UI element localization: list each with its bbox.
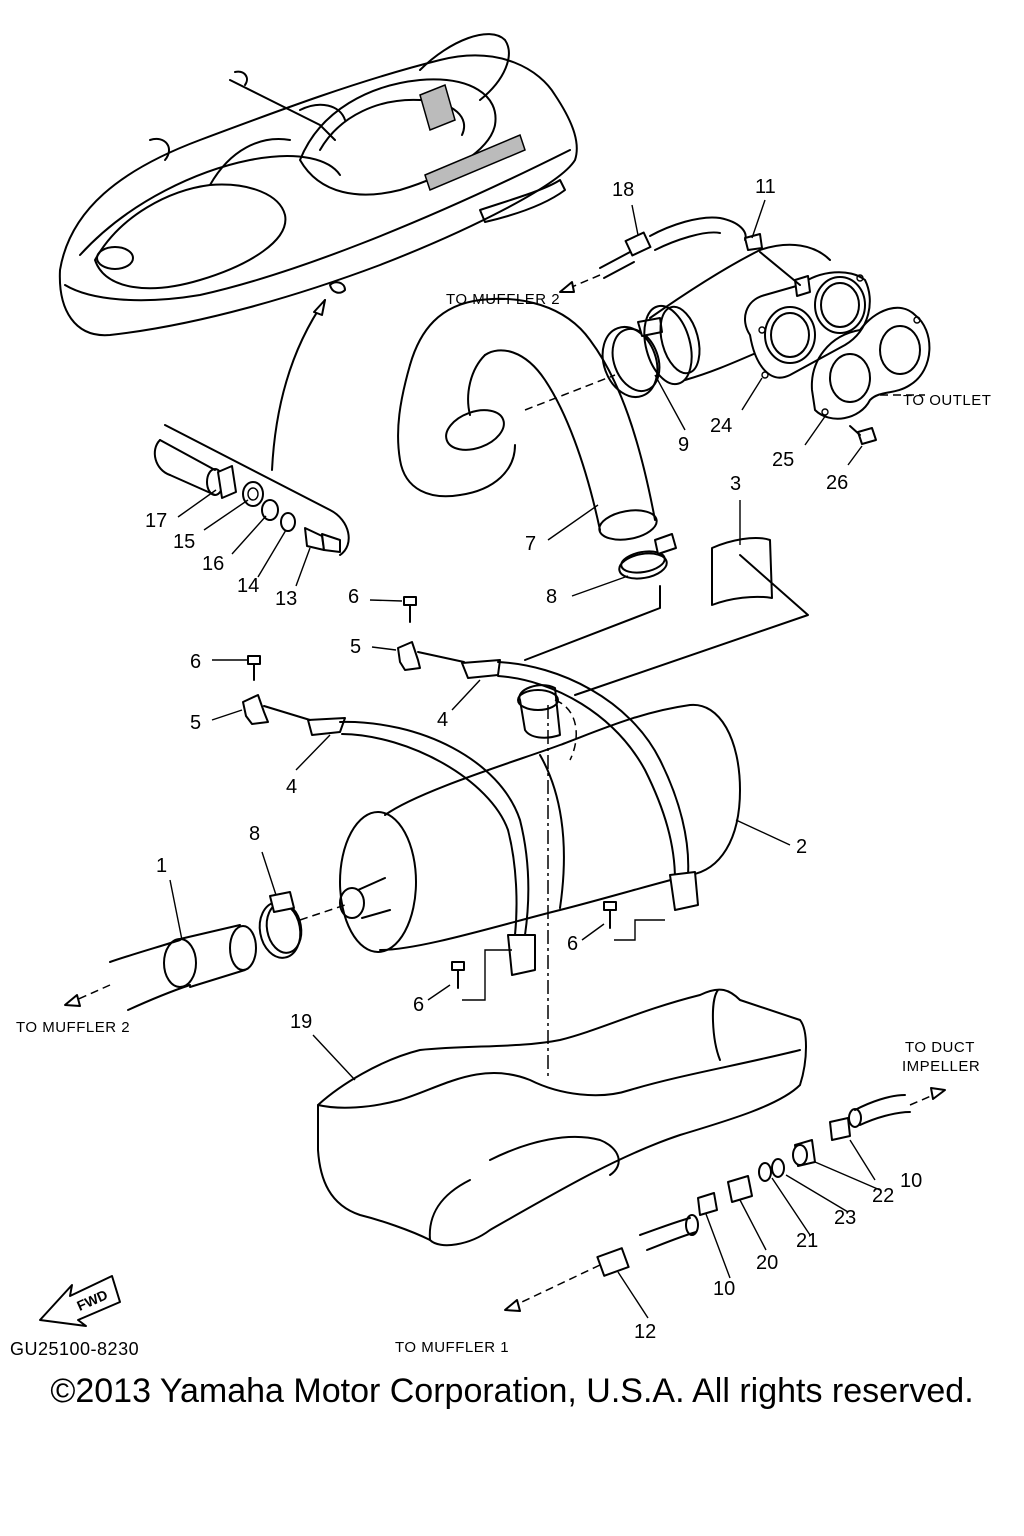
heat-shield-pad-3 [574, 537, 809, 696]
callout-3: 3 [730, 473, 741, 495]
fitting-group-10-23 [596, 1094, 911, 1277]
callout-16: 16 [202, 553, 224, 575]
callout-8-upper: 8 [546, 586, 557, 608]
exhaust-joint-24 [643, 243, 871, 386]
callout-23: 23 [834, 1207, 856, 1229]
callout-18: 18 [612, 179, 634, 201]
callout-5-a: 5 [350, 636, 361, 658]
callout-9: 9 [678, 434, 689, 456]
callout-26: 26 [826, 472, 848, 494]
hose-clamp-8-lower [258, 891, 346, 959]
callout-14: 14 [237, 575, 259, 597]
note-to-duct-line1: TO DUCT [905, 1039, 975, 1056]
diagram-code: GU25100-8230 [10, 1339, 139, 1359]
hose-clamp-8-upper [524, 533, 677, 661]
callout-10-b: 10 [713, 1278, 735, 1300]
hose-clamp-9 [601, 317, 663, 398]
callout-13: 13 [275, 588, 297, 610]
callout-5-b: 5 [190, 712, 201, 734]
callout-7: 7 [525, 533, 536, 555]
bracket-5-upper [397, 641, 465, 671]
exhaust-pipe-1 [109, 924, 257, 1011]
direction-arrows [64, 274, 946, 1312]
callout-6-b: 6 [190, 651, 201, 673]
bolt-6-a [403, 596, 417, 623]
hose-18-clamp-11 [599, 216, 801, 286]
bolt-26 [849, 425, 877, 445]
leader-lines [169, 199, 881, 1319]
callout-10-a: 10 [900, 1170, 922, 1192]
callout-22: 22 [872, 1185, 894, 1207]
copyright-notice: ©2013 Yamaha Motor Corporation, U.S.A. A… [50, 1372, 974, 1410]
strap-4-right [461, 659, 699, 911]
callout-6-c: 6 [567, 933, 578, 955]
callout-19: 19 [290, 1011, 312, 1033]
bolt-6-b [247, 655, 261, 681]
callout-12: 12 [634, 1321, 656, 1343]
callout-6-d: 6 [413, 994, 424, 1016]
muffler-2 [339, 684, 741, 953]
exhaust-pipe-7 [397, 297, 658, 541]
part-callouts: 18 11 9 24 25 26 3 7 8 17 15 16 14 13 6 … [145, 176, 922, 1343]
dashed-centerline [524, 374, 616, 411]
gasket-25 [810, 306, 931, 420]
callout-11: 11 [755, 176, 776, 198]
note-to-muffler-2-left: TO MUFFLER 2 [16, 1019, 130, 1036]
bolt-6-d [451, 949, 512, 1001]
callout-6-a: 6 [348, 586, 359, 608]
note-to-muffler-2-top: TO MUFFLER 2 [446, 291, 560, 308]
callout-15: 15 [173, 531, 195, 553]
fitting-group-13-17 [153, 424, 350, 556]
callout-2: 2 [796, 836, 807, 858]
callout-4-a: 4 [437, 709, 448, 731]
note-to-outlet: TO OUTLET [903, 392, 991, 409]
callout-4-b: 4 [286, 776, 297, 798]
callout-8-lower: 8 [249, 823, 260, 845]
bolt-6-c [603, 901, 665, 941]
callout-21: 21 [796, 1230, 818, 1252]
note-to-muffler-1: TO MUFFLER 1 [395, 1339, 509, 1356]
note-to-duct-line2: IMPELLER [902, 1058, 980, 1075]
arrowhead [313, 299, 326, 316]
bracket-5-lower [242, 694, 311, 725]
leader-to-hull [271, 299, 326, 471]
callout-24: 24 [710, 415, 732, 437]
callout-1: 1 [156, 855, 167, 877]
watercraft-illustration [58, 33, 578, 337]
callout-20: 20 [756, 1252, 778, 1274]
callout-25: 25 [772, 449, 794, 471]
callout-17: 17 [145, 510, 167, 532]
strap-4-left [307, 717, 536, 976]
tray-19 [317, 988, 807, 1247]
forward-arrow-icon: FWD [39, 1275, 121, 1327]
